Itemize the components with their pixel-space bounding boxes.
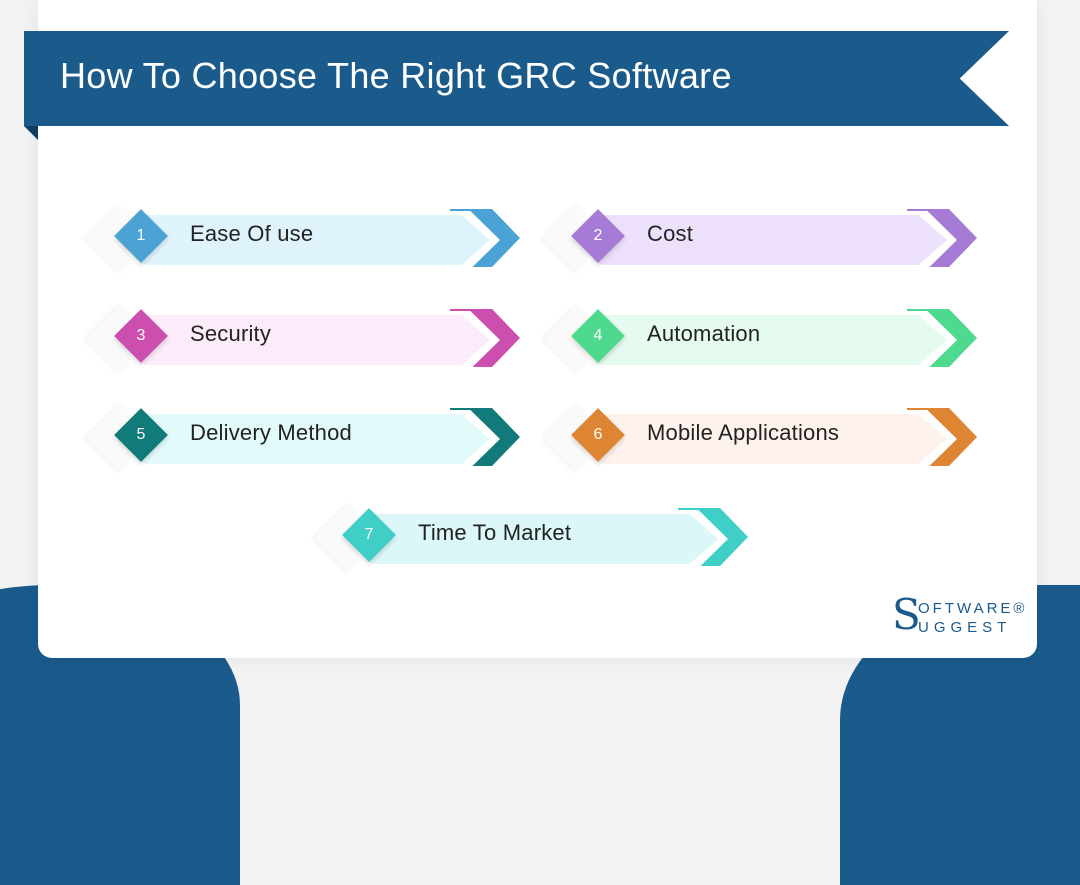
title-banner	[24, 31, 1009, 126]
list-item-1: 1 Ease Of use	[86, 203, 520, 273]
item-label: Delivery Method	[190, 420, 352, 445]
list-item-4: 4 Automation	[543, 303, 977, 373]
item-label: Mobile Applications	[647, 420, 840, 445]
list-item-3: 3 Security	[86, 303, 520, 373]
item-label: Ease Of use	[190, 221, 314, 246]
list-item-7: 7 Time To Market	[314, 502, 748, 572]
item-label: Cost	[647, 221, 694, 246]
list-item-2: 2 Cost	[543, 203, 977, 273]
item-label: Security	[190, 321, 272, 346]
item-label: Time To Market	[418, 520, 572, 545]
item-label: Automation	[647, 321, 761, 346]
banner-fold	[24, 126, 38, 140]
list-item-6: 6 Mobile Applications	[543, 402, 977, 472]
page-title: How To Choose The Right GRC Software	[60, 55, 732, 96]
list-item-5: 5 Delivery Method	[86, 402, 520, 472]
